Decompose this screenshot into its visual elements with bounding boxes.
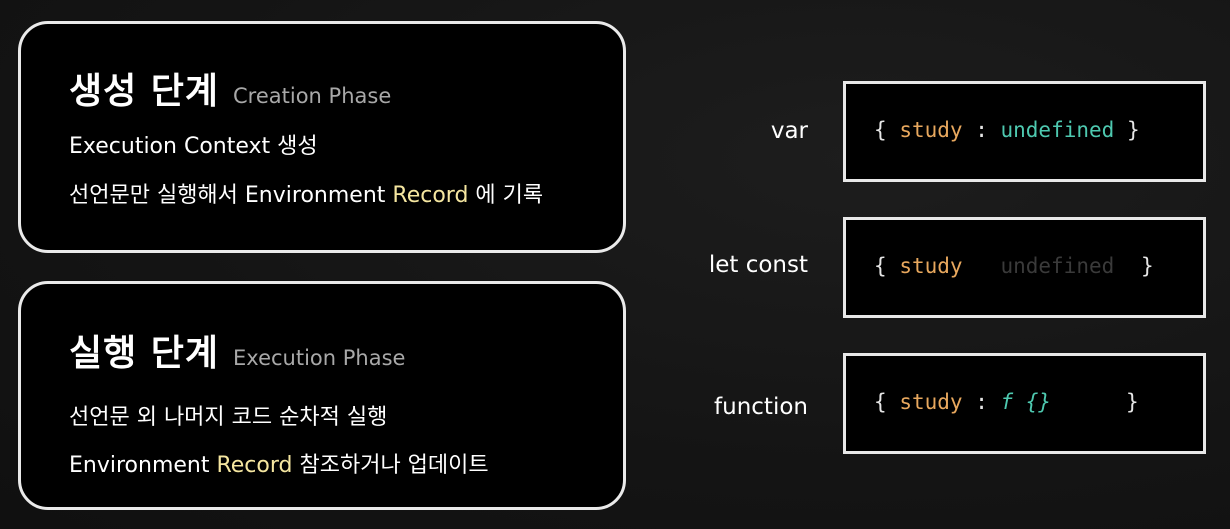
close-brace: } (1126, 118, 1140, 142)
code-value: undefined (1000, 118, 1115, 142)
code-value: f {} (1000, 390, 1052, 414)
creation-line-2: 선언문만 실행해서 Environment Record 에 기록 (69, 177, 543, 209)
code-box-var: { study : undefined } (843, 81, 1206, 182)
creation-line-2-highlight: Record (392, 183, 469, 208)
row-label-function: function (714, 394, 808, 420)
creation-phase-card: 생성 단계 Creation Phase Execution Context 생… (18, 21, 626, 253)
open-brace: { (874, 254, 887, 278)
execution-title-english: Execution Phase (233, 346, 406, 370)
execution-line-2: Environment Record 참조하거나 업데이트 (69, 447, 489, 479)
execution-line-1: 선언문 외 나머지 코드 순차적 실행 (69, 405, 388, 430)
creation-phase-title: 생성 단계 Creation Phase (69, 62, 391, 114)
row-label-var: var (770, 118, 808, 144)
execution-title-korean: 실행 단계 (69, 333, 220, 374)
open-brace: { (874, 390, 887, 414)
code-faded-value: undefined (1000, 254, 1115, 278)
code-key: study (899, 254, 963, 278)
execution-phase-title: 실행 단계 Execution Phase (69, 324, 405, 376)
open-brace: { (874, 118, 887, 142)
code-colon: : (975, 118, 988, 142)
execution-line-2-highlight: Record (216, 453, 293, 478)
creation-line-1: Execution Context 생성 (69, 134, 318, 159)
execution-phase-card: 실행 단계 Execution Phase 선언문 외 나머지 코드 순차적 실… (18, 281, 626, 510)
creation-line-2-post: 에 기록 (468, 183, 544, 208)
code-box-let-const: { study undefined } (843, 217, 1206, 318)
code-key: study (899, 390, 963, 414)
execution-line-2-pre: Environment (69, 453, 217, 478)
code-line-var: { study : undefined } (874, 118, 1140, 142)
close-brace: } (1126, 390, 1139, 414)
row-label-let-const: let const (708, 252, 808, 278)
creation-title-korean: 생성 단계 (69, 71, 220, 112)
code-line-function: { study : f {} (874, 390, 1051, 414)
code-colon: : (975, 390, 988, 414)
creation-title-english: Creation Phase (233, 84, 392, 108)
execution-line-2-post: 참조하거나 업데이트 (292, 453, 489, 478)
close-brace: } (1141, 254, 1154, 278)
code-key: study (899, 118, 963, 142)
code-line-let-const: { study undefined (874, 254, 1114, 278)
creation-line-2-pre: 선언문만 실행해서 Environment (69, 183, 393, 208)
code-box-function: { study : f {} } (843, 353, 1206, 454)
